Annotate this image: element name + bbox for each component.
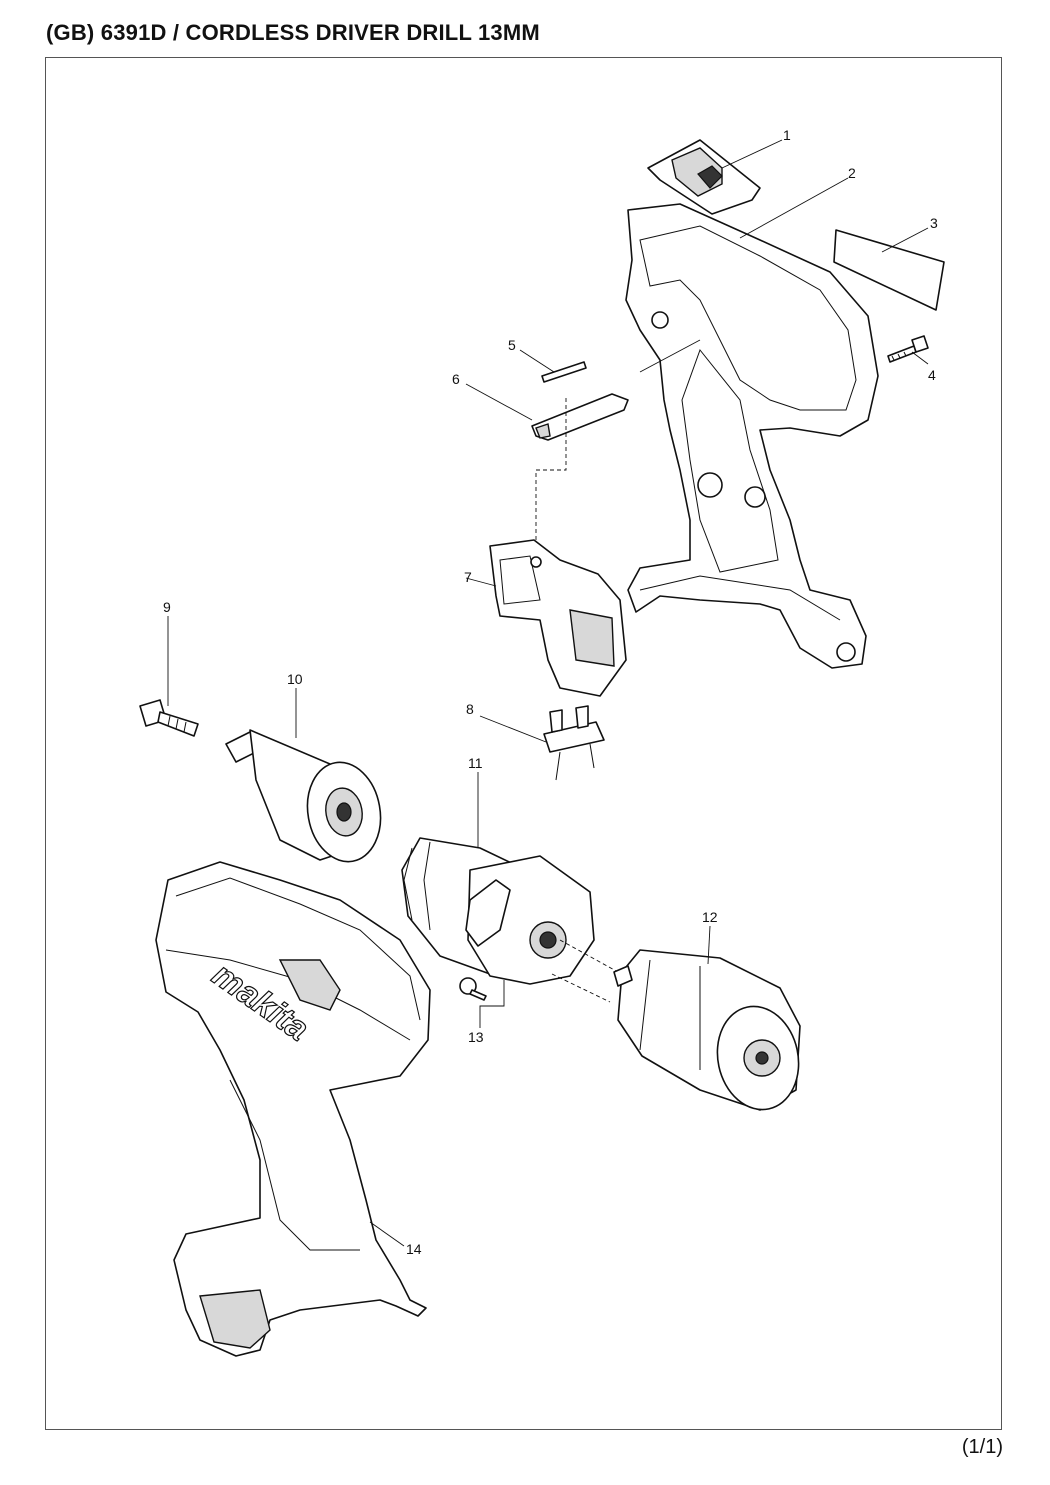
callout-3: 3 — [930, 215, 938, 231]
part-1-switch-cover — [647, 139, 761, 215]
leader-lines — [167, 139, 929, 1247]
part-11-gear-assembly — [401, 837, 595, 985]
part-3-name-plate — [833, 229, 945, 311]
part-4-tapping-screw — [887, 335, 929, 363]
callout-13: 13 — [468, 1029, 484, 1045]
callout-labels: 1 2 3 4 5 6 7 8 9 10 11 12 13 14 — [163, 127, 938, 1257]
page-indicator: (1/1) — [961, 1436, 1003, 1458]
part-2-housing-set — [625, 203, 879, 669]
part-6-knob — [531, 393, 629, 441]
callout-11: 11 — [468, 755, 483, 771]
callout-10: 10 — [287, 671, 303, 687]
callout-1: 1 — [783, 127, 791, 143]
part-13-screw — [459, 977, 487, 1001]
part-7-switch — [489, 539, 627, 697]
part-10-keyless-chuck — [225, 729, 382, 863]
part-14-housing: makita — [155, 861, 431, 1357]
part-8-terminal — [543, 705, 605, 781]
callout-5: 5 — [508, 337, 516, 353]
callout-9: 9 — [163, 599, 171, 615]
part-9-screw — [139, 699, 199, 737]
callout-7: 7 — [464, 569, 472, 585]
page-title: (GB) 6391D / CORDLESS DRIVER DRILL 13MM — [46, 20, 540, 45]
callout-2: 2 — [848, 165, 856, 181]
callout-12: 12 — [702, 909, 718, 925]
diagram-frame — [45, 57, 1002, 1430]
callout-6: 6 — [452, 371, 460, 387]
callout-8: 8 — [466, 701, 474, 717]
callout-14: 14 — [406, 1241, 422, 1257]
callout-4: 4 — [928, 367, 936, 383]
part-12-dc-motor — [613, 949, 801, 1111]
part-5-pin — [541, 361, 587, 383]
